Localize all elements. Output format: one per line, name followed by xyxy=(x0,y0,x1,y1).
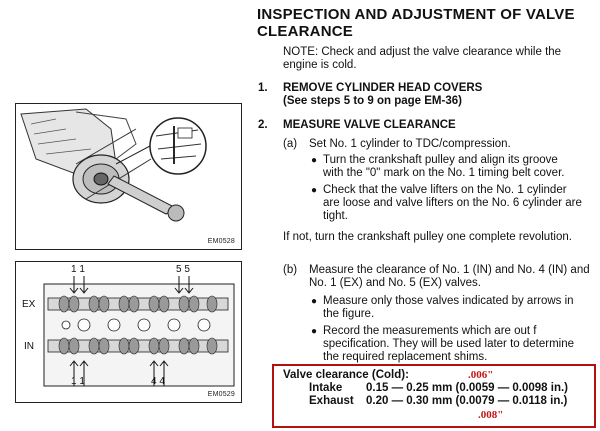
step2-number: 2. xyxy=(258,119,268,131)
bullet-a1-line2: with the "0" mark on the No. 1 timing be… xyxy=(323,167,565,179)
note-line1: NOTE: Check and adjust the valve clearan… xyxy=(283,46,562,58)
bullet-b1-line1: Measure only those valves indicated by a… xyxy=(323,295,574,307)
handwritten-note-bottom: .008" xyxy=(478,409,504,421)
exhaust-label: Exhaust xyxy=(309,395,354,407)
camshaft-diagram xyxy=(43,276,235,387)
step1-subtitle: (See steps 5 to 9 on page EM-36) xyxy=(283,95,462,107)
step2b-text: Measure the clearance of No. 1 (IN) and … xyxy=(309,264,590,290)
valve-clearance-spec-box xyxy=(272,364,596,428)
step2a-label: (a) xyxy=(283,138,298,150)
bullet-b1: Measure only those valves indicated by a… xyxy=(323,295,574,321)
crankshaft-pulley-illustration xyxy=(20,108,207,222)
top-left-numbers: 1 1 xyxy=(71,264,85,275)
bullet-icon: ● xyxy=(311,296,318,307)
bullet-icon: ● xyxy=(311,185,318,196)
bullet-b1-line2: the figure. xyxy=(323,308,375,320)
step2b-label: (b) xyxy=(283,264,298,276)
step1-heading: REMOVE CYLINDER HEAD COVERS (See steps 5… xyxy=(283,82,482,108)
figure-crankshaft-pulley: EM0528 xyxy=(15,103,242,250)
step2b-line2: No. 1 (EX) and No. 5 (EX) valves. xyxy=(309,277,481,289)
page-title: INSPECTION AND ADJUSTMENT OF VALVE CLEAR… xyxy=(257,6,575,40)
spec-heading: Valve clearance (Cold): xyxy=(283,369,409,381)
figure-code: EM0528 xyxy=(207,238,235,245)
bullet-icon: ● xyxy=(311,326,318,337)
bullet-a2: Check that the valve lifters on the No. … xyxy=(323,184,582,223)
step1-number: 1. xyxy=(258,82,268,94)
intake-label: Intake xyxy=(309,382,343,394)
if-not-text: If not, turn the crankshaft pulley one c… xyxy=(283,231,572,243)
figure-valve-layout: EX IN 1 1 5 5 1 1 4 4 EM0529 xyxy=(15,261,242,403)
page-title-line2: CLEARANCE xyxy=(257,23,353,40)
bullet-b2: Record the measurements which are out f … xyxy=(323,325,574,364)
step2-heading: MEASURE VALVE CLEARANCE xyxy=(283,119,456,131)
step2b-line1: Measure the clearance of No. 1 (IN) and … xyxy=(309,264,590,276)
step2a-text: Set No. 1 cylinder to TDC/compression. xyxy=(309,138,511,150)
bullet-a2-line3: tight. xyxy=(323,210,348,222)
exhaust-value: 0.20 — 0.30 mm (0.0079 — 0.0118 in.) xyxy=(366,395,568,407)
bullet-a2-line1: Check that the valve lifters on the No. … xyxy=(323,184,567,196)
bottom-right-numbers: 4 4 xyxy=(151,376,165,387)
step1-title: REMOVE CYLINDER HEAD COVERS xyxy=(283,82,483,94)
bullet-a1: Turn the crankshaft pulley and align its… xyxy=(323,154,564,180)
handwritten-note-top: .006" xyxy=(468,369,494,381)
note: NOTE: Check and adjust the valve clearan… xyxy=(283,46,561,72)
ex-label: EX xyxy=(22,299,36,310)
page-title-line1: INSPECTION AND ADJUSTMENT OF VALVE xyxy=(257,6,575,23)
bullet-icon: ● xyxy=(311,155,318,166)
bullet-a2-line2: are loose and valve lifters on the No. 6… xyxy=(323,197,582,209)
top-right-numbers: 5 5 xyxy=(176,264,190,275)
bullet-b2-line1: Record the measurements which are out f xyxy=(323,325,537,337)
bullet-b2-line2: specification. They will be used later t… xyxy=(323,338,575,350)
bullet-a1-line1: Turn the crankshaft pulley and align its… xyxy=(323,154,558,166)
bottom-left-numbers: 1 1 xyxy=(71,376,85,387)
intake-value: 0.15 — 0.25 mm (0.0059 — 0.0098 in.) xyxy=(366,382,569,394)
note-line2: engine is cold. xyxy=(283,59,357,71)
bullet-b2-line3: the required replacement shims. xyxy=(323,351,488,363)
figure-code: EM0529 xyxy=(207,391,235,398)
in-label: IN xyxy=(24,341,34,352)
